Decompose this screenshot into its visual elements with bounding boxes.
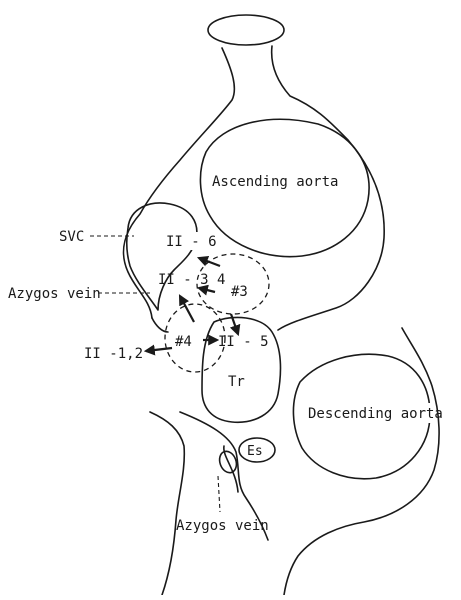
- azygos-vein-left-label: Azygos vein: [8, 286, 101, 302]
- ascending-aorta-label: Ascending aorta: [212, 174, 338, 190]
- station-ii-3-4-label: II - 3 4: [158, 272, 225, 288]
- descending-aorta-outer-outline: [284, 328, 439, 595]
- descending-aorta-label: Descending aorta: [308, 406, 443, 422]
- trachea-label: Tr: [228, 374, 245, 390]
- region-3-label: #3: [231, 284, 248, 300]
- station-ii-6-label: II - 6: [166, 234, 217, 250]
- arrow-region3-to-ii-6: [199, 258, 220, 266]
- top-vessel-outline: [208, 15, 284, 45]
- azygos-vein-bottom-label: Azygos vein: [176, 518, 269, 534]
- svc-label: SVC: [59, 229, 84, 245]
- svc-shape: [127, 203, 197, 310]
- station-ii-5-label: II - 5: [218, 334, 269, 350]
- arrow-region3-to-ii-3-4: [199, 288, 215, 292]
- arrow-region4-to-ii-1-2: [146, 348, 172, 351]
- lower-left-outline: [150, 412, 184, 595]
- region-4-outline: [165, 304, 225, 372]
- station-ii-1-2-label: II -1,2: [84, 346, 143, 362]
- azygos-vein-bottom-leader: [218, 476, 220, 512]
- esophagus-label: Es: [247, 444, 263, 459]
- region-4-label: #4: [175, 334, 192, 350]
- arrow-region4-to-ii-3-4: [180, 296, 194, 322]
